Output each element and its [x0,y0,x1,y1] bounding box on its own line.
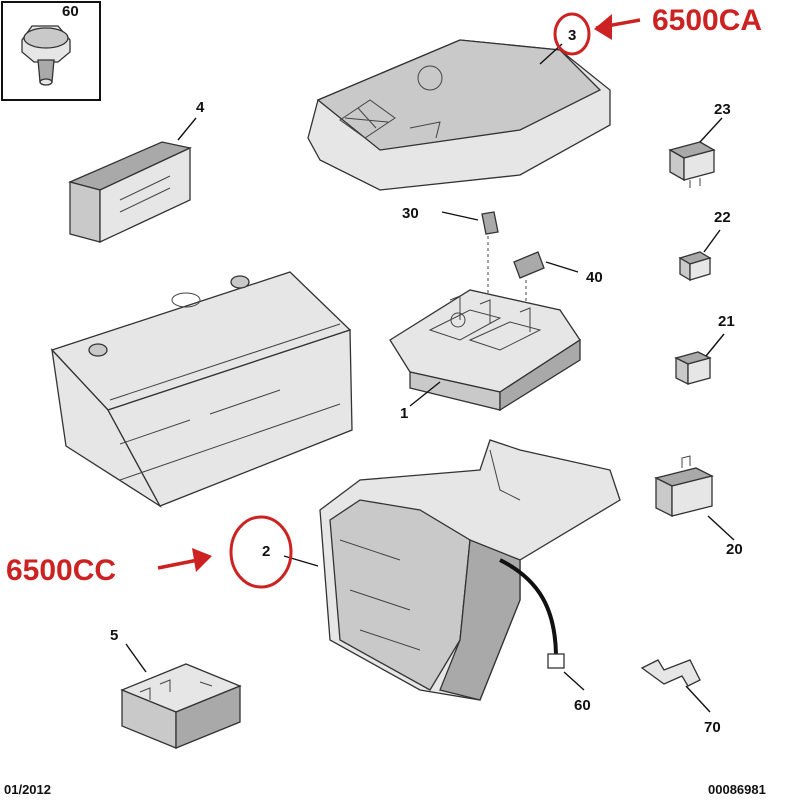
callout-4: 4 [196,99,205,116]
callout-5: 5 [110,627,118,644]
part-1-fusebox: 1 [389,289,581,422]
part-3-lid: 3 6500CA [307,4,762,191]
part-60-inset: 60 [1,1,101,101]
callout-70: 70 [704,719,721,736]
callout-22: 22 [714,209,731,226]
callout-3: 3 [568,27,576,44]
callout-1: 1 [400,405,408,422]
callout-21: 21 [718,313,735,330]
reference-6500CC: 6500CC [6,554,116,587]
battery [50,271,353,508]
callout-2: 2 [262,543,270,560]
reference-6500CA: 6500CA [652,4,762,37]
relay-21: 21 [674,313,735,386]
highlight-circle-2 [229,515,293,589]
callout-20: 20 [726,541,743,558]
fuse-30: 30 [402,205,499,300]
callout-23: 23 [714,101,731,118]
highlight-circle-3 [553,12,591,56]
footer-code: 00086981 [708,782,766,797]
relay-22: 22 [678,209,731,282]
part-70-bracket: 70 [640,659,721,736]
callout-60-inset: 60 [62,3,79,20]
part-5: 5 [110,627,242,749]
callout-60: 60 [574,697,591,714]
part-4: 4 [68,99,205,244]
relay-23: 23 [668,101,731,188]
part-2-tray: 60 2 6500CC [6,439,621,714]
callout-40: 40 [586,269,603,286]
footer-date: 01/2012 [4,782,51,797]
relay-20: 20 [654,455,743,558]
callout-30: 30 [402,205,419,222]
